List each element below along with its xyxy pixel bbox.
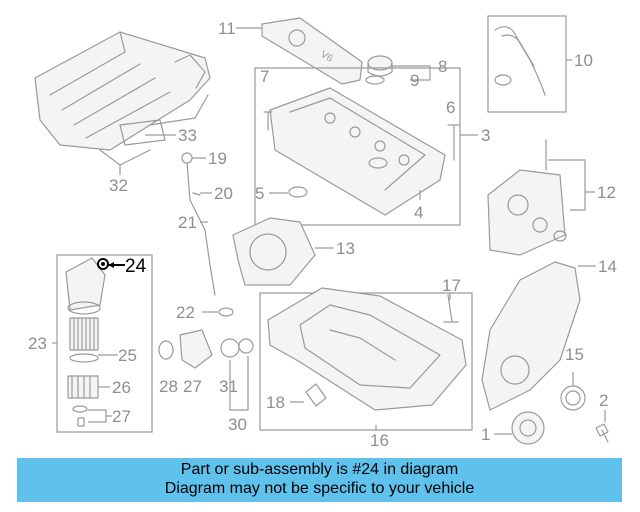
oil-pan bbox=[267, 287, 467, 411]
engine-cover: V6 bbox=[261, 17, 363, 85]
valve-cover-bolt bbox=[263, 111, 273, 131]
crankshaft-seal bbox=[560, 385, 586, 411]
oil-filter-cap bbox=[67, 375, 99, 399]
callout-27: 27 bbox=[112, 407, 131, 426]
callout-23: 23 bbox=[28, 334, 47, 353]
callout-5: 5 bbox=[255, 184, 264, 203]
callout-18: 18 bbox=[266, 393, 285, 412]
callout-10: 10 bbox=[574, 51, 593, 70]
callout-8: 8 bbox=[438, 57, 447, 76]
callout-2: 2 bbox=[599, 391, 608, 410]
callout-1: 1 bbox=[481, 425, 490, 444]
seal-29 bbox=[158, 340, 174, 360]
info-banner: Part or sub-assembly is #24 in diagram D… bbox=[17, 458, 622, 502]
oil-filter-element bbox=[69, 317, 99, 351]
callout-22: 22 bbox=[176, 303, 195, 322]
callout-30: 30 bbox=[228, 415, 247, 434]
callout-9: 9 bbox=[410, 71, 419, 90]
callout-21: 21 bbox=[178, 213, 197, 232]
callout-3: 3 bbox=[481, 126, 490, 145]
oil-level-sensor bbox=[443, 294, 459, 323]
banner-part-text: Part or sub-assembly is #24 in diagram bbox=[180, 461, 459, 478]
callout-11: 11 bbox=[218, 19, 236, 38]
callout-31: 31 bbox=[219, 377, 238, 396]
filter-o-rings bbox=[69, 353, 99, 363]
highlighted-part-24[interactable]: 24 bbox=[97, 256, 147, 277]
callout-15: 15 bbox=[565, 345, 584, 364]
callout-14: 14 bbox=[598, 257, 617, 276]
valve-cover bbox=[269, 87, 446, 216]
callout-7: 7 bbox=[260, 67, 269, 86]
rear-engine-cover bbox=[232, 217, 316, 286]
callout-12: 12 bbox=[597, 183, 616, 202]
callout-29: 28 bbox=[159, 377, 178, 396]
callout-19: 19 bbox=[208, 149, 227, 168]
pcv-bolt bbox=[447, 124, 461, 161]
drain-plug bbox=[72, 405, 88, 427]
breather-hose bbox=[487, 15, 567, 113]
oil-filter-housing bbox=[65, 257, 106, 315]
crankshaft-pulley bbox=[511, 411, 545, 445]
callout-25: 25 bbox=[118, 346, 137, 365]
oil-filler-cap bbox=[365, 55, 393, 85]
oil-pump-housing bbox=[487, 139, 567, 256]
callout-33: 33 bbox=[178, 126, 197, 145]
callout-6: 6 bbox=[446, 98, 455, 117]
callout-20: 20 bbox=[214, 184, 233, 203]
callout-4: 4 bbox=[414, 203, 423, 222]
drain-bolt bbox=[305, 383, 327, 407]
dipstick-seal bbox=[218, 307, 234, 317]
banner-disclaimer-text: Diagram may not be specific to your vehi… bbox=[164, 480, 475, 497]
callout-17: 17 bbox=[442, 276, 461, 295]
oil-cooler-adapter bbox=[179, 329, 213, 369]
timing-cover bbox=[481, 261, 581, 411]
callout-24: 24 bbox=[125, 256, 147, 277]
callout-28: 27 bbox=[183, 377, 202, 396]
seal-31 bbox=[220, 338, 254, 358]
callout-13: 13 bbox=[336, 239, 355, 258]
oil-seal bbox=[288, 186, 308, 198]
callout-26: 26 bbox=[112, 378, 131, 397]
pulley-bolt bbox=[595, 423, 609, 443]
v6-badge: V6 bbox=[319, 49, 335, 65]
callout-32: 32 bbox=[109, 176, 128, 195]
intake-manifold bbox=[34, 31, 211, 166]
callout-16: 16 bbox=[370, 431, 389, 450]
